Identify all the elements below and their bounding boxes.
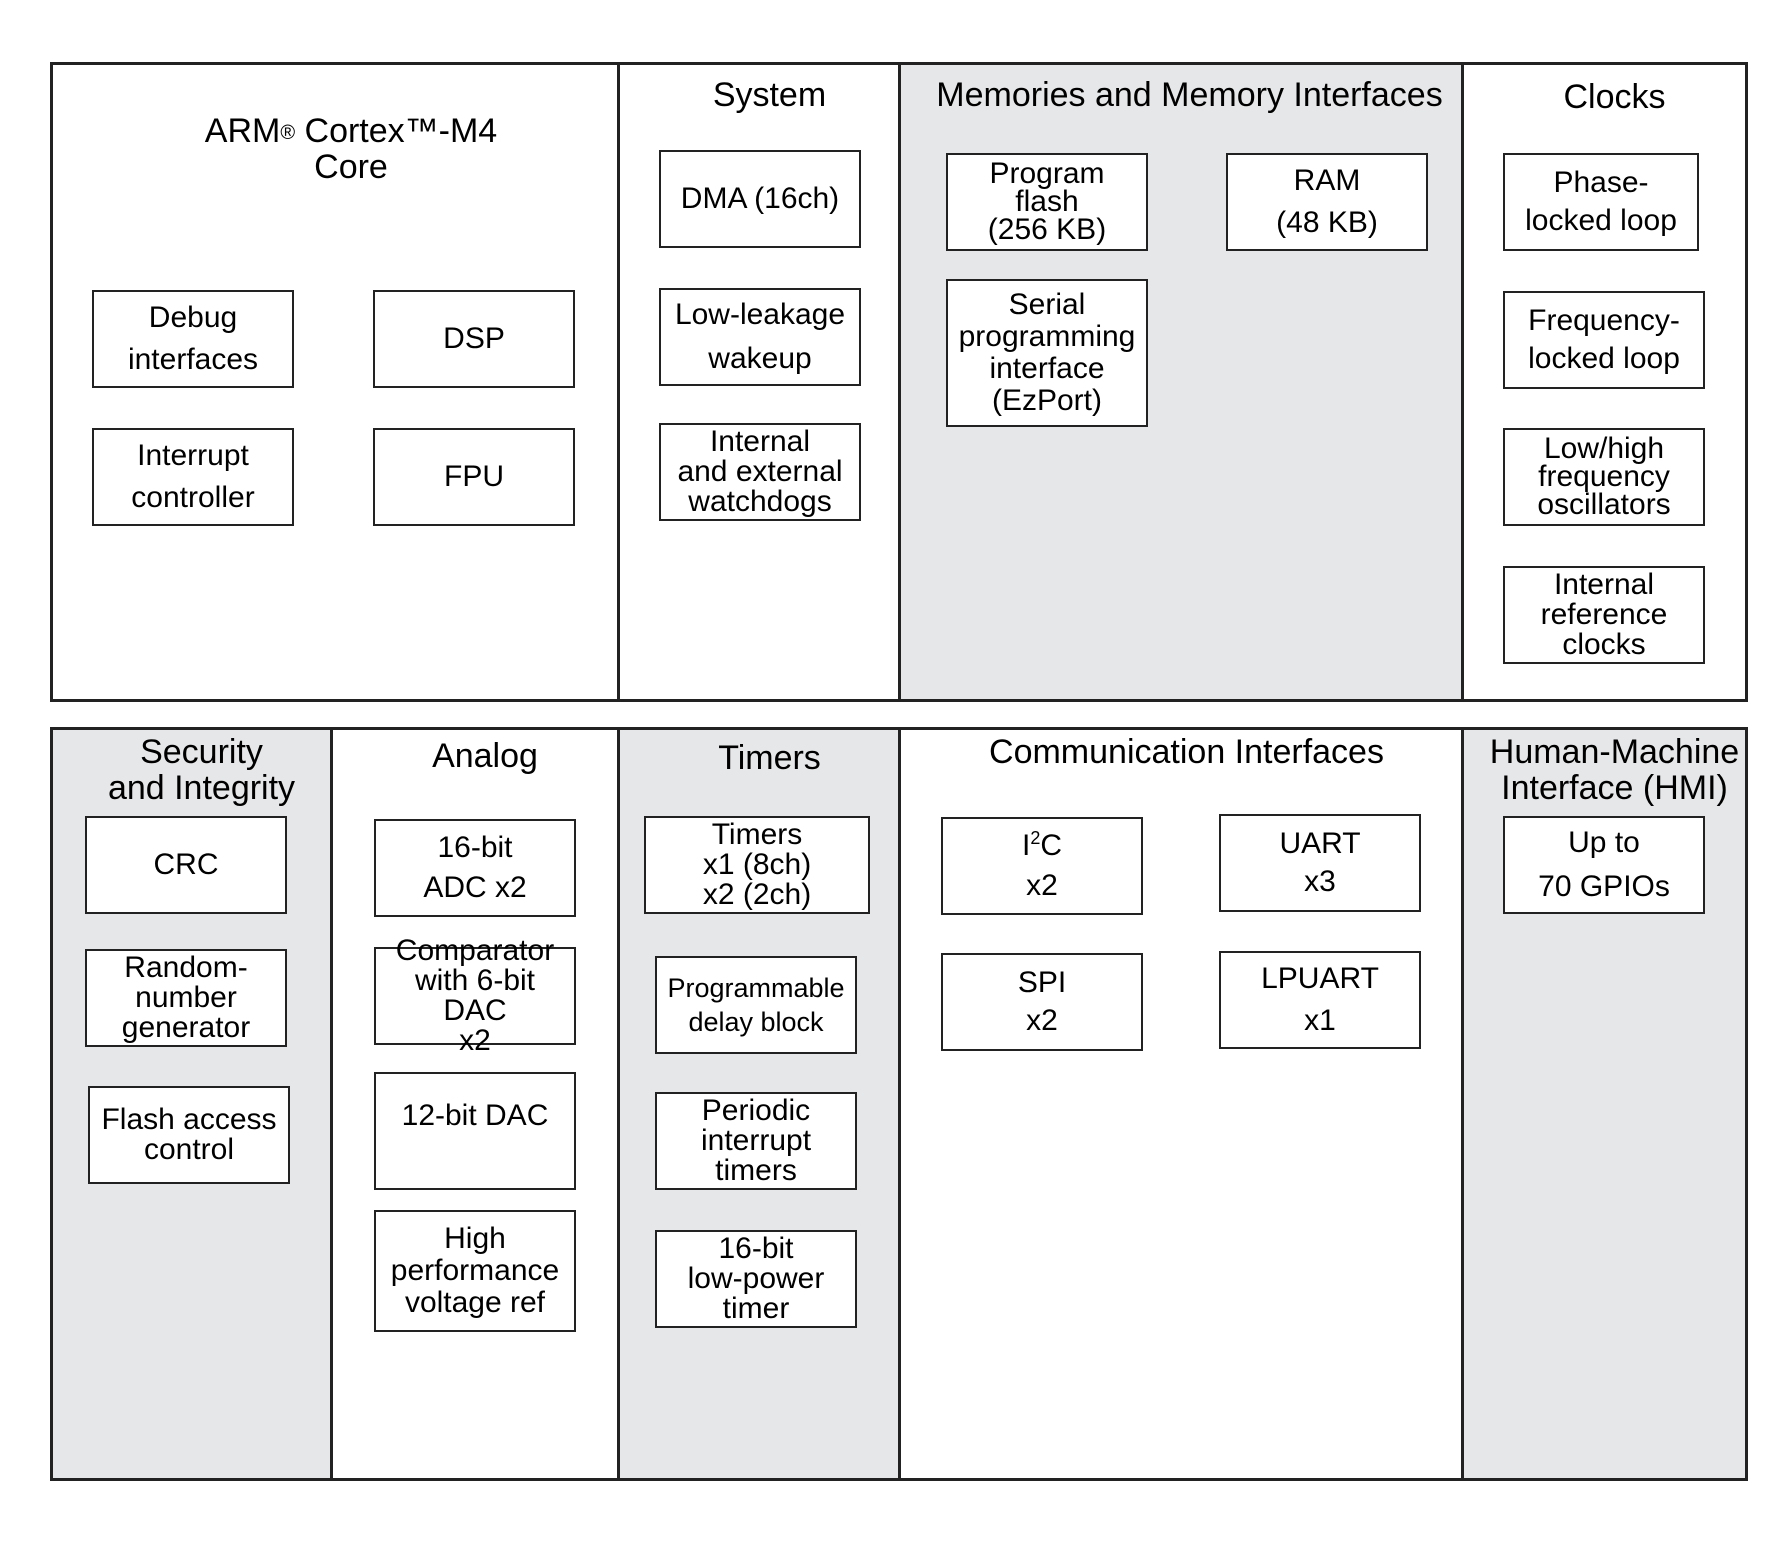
block-adc: 16-bit ADC x2 xyxy=(374,819,576,917)
section-memories: Memories and Memory Interfaces Program f… xyxy=(898,62,1465,702)
block-frequency-locked-loop: Frequency- locked loop xyxy=(1503,291,1705,389)
block-uart: UART x3 xyxy=(1219,814,1421,912)
block-crc: CRC xyxy=(85,816,287,914)
block-dsp: DSP xyxy=(373,290,575,388)
block-random-number-generator: Random- number generator xyxy=(85,949,287,1047)
section-memories-title: Memories and Memory Interfaces xyxy=(936,76,1443,114)
block-debug-interfaces: Debug interfaces xyxy=(92,290,294,388)
registered-mark: ® xyxy=(280,122,296,144)
block-flash-access-control: Flash access control xyxy=(88,1086,290,1184)
section-hmi-title: Human-Machine Interface (HMI) xyxy=(1489,733,1740,807)
section-analog-title: Analog xyxy=(432,737,538,775)
section-security: Security and Integrity CRC Random- numbe… xyxy=(50,727,333,1481)
block-oscillators: Low/high frequency oscillators xyxy=(1503,428,1705,526)
block-timers-ftm: Timers x1 (8ch) x2 (2ch) xyxy=(644,816,870,914)
block-ram: RAM (48 KB) xyxy=(1226,153,1428,251)
block-program-flash: Program flash (256 KB) xyxy=(946,153,1148,251)
block-watchdogs: Internal and external watchdogs xyxy=(659,423,861,521)
block-fpu: FPU xyxy=(373,428,575,526)
section-analog: Analog 16-bit ADC x2 Comparator with 6-b… xyxy=(330,727,620,1481)
block-periodic-interrupt-timers: Periodic interrupt timers xyxy=(655,1092,857,1190)
block-spi: SPI x2 xyxy=(941,953,1143,1051)
block-low-leakage-wakeup: Low-leakage wakeup xyxy=(659,288,861,386)
section-core-title: ARM® Cortex™-M4 Core xyxy=(204,112,498,186)
section-core: ARM® Cortex™-M4 Core Debug interfaces DS… xyxy=(50,62,620,702)
section-communication-title: Communication Interfaces xyxy=(989,733,1384,771)
block-voltage-ref: High performance voltage ref xyxy=(374,1210,576,1332)
section-hmi: Human-Machine Interface (HMI) Up to 70 G… xyxy=(1461,727,1748,1481)
block-12bit-dac: 12-bit DAC xyxy=(374,1072,576,1190)
section-clocks-title: Clocks xyxy=(1563,78,1666,116)
block-comparator: Comparator with 6-bit DAC x2 xyxy=(374,936,576,1056)
section-timers-title: Timers xyxy=(718,739,821,777)
section-security-title: Security and Integrity xyxy=(107,733,296,807)
block-gpios: Up to 70 GPIOs xyxy=(1503,816,1705,914)
section-system-title: System xyxy=(712,76,827,114)
block-phase-locked-loop: Phase- locked loop xyxy=(1503,153,1699,251)
block-interrupt-controller: Interrupt controller xyxy=(92,428,294,526)
block-ezport: Serial programming interface (EzPort) xyxy=(946,279,1148,427)
section-clocks: Clocks Phase- locked loop Frequency- loc… xyxy=(1461,62,1748,702)
section-timers: Timers Timers x1 (8ch) x2 (2ch) Programm… xyxy=(617,727,902,1481)
block-low-power-timer: 16-bit low-power timer xyxy=(655,1230,857,1328)
section-system: System DMA (16ch) Low-leakage wakeup Int… xyxy=(617,62,902,702)
block-internal-reference-clocks: Internal reference clocks xyxy=(1503,566,1705,664)
block-programmable-delay-block: Programmable delay block xyxy=(655,956,857,1054)
block-dma: DMA (16ch) xyxy=(659,150,861,248)
block-lpuart: LPUART x1 xyxy=(1219,951,1421,1049)
